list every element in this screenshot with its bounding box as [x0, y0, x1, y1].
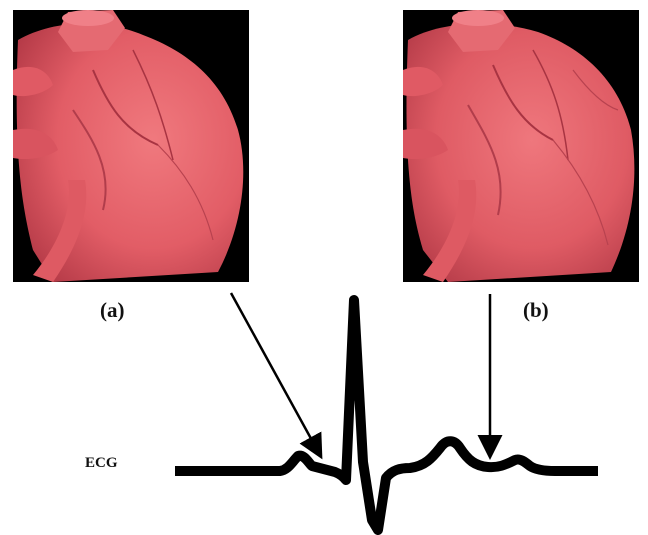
- ecg-label: ECG: [85, 455, 118, 472]
- ecg-trace: [175, 300, 598, 530]
- arrow-a: [231, 293, 320, 455]
- panel-b-label: (b): [523, 298, 549, 323]
- panel-a-label: (a): [100, 298, 125, 323]
